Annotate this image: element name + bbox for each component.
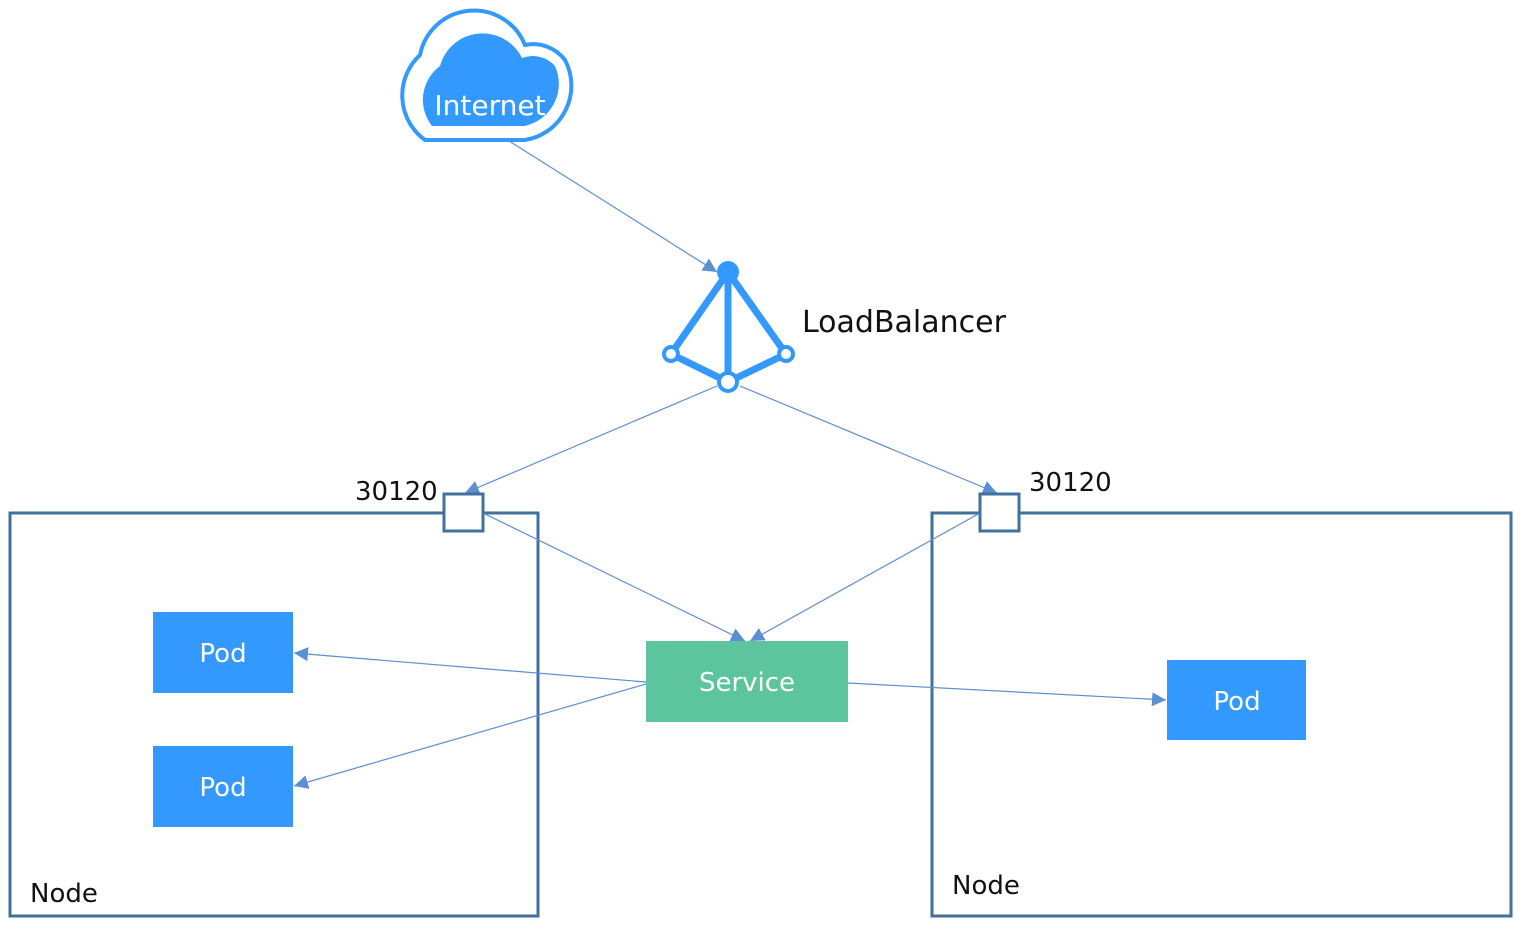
right-pod-label: Pod — [1213, 687, 1260, 717]
arrow-service-to-right-pod — [847, 682, 1167, 707]
arrow-loadbalancer-to-left-port — [464, 385, 718, 494]
arrow-left-port-to-service — [482, 512, 746, 642]
left-pod-2-label: Pod — [199, 773, 246, 803]
arrow-right-port-to-service — [749, 512, 981, 642]
service-box — [646, 641, 848, 722]
right-pod-box — [1167, 660, 1306, 740]
right-node-label: Node — [952, 871, 1020, 901]
left-pod-1-label: Pod — [199, 639, 246, 669]
left-pod-1-box — [153, 612, 293, 693]
load-balancer-icon — [662, 261, 795, 393]
left-pod-2-box — [153, 746, 293, 827]
arrow-internet-to-loadbalancer — [497, 133, 718, 273]
load-balancer-label: LoadBalancer — [802, 305, 1007, 340]
internet-cloud-icon — [400, 8, 574, 142]
cloud-inner-shape — [422, 33, 559, 127]
left-node-label: Node — [30, 879, 98, 909]
right-node-port — [978, 492, 1021, 533]
arrow-loadbalancer-to-right-port — [739, 385, 998, 495]
arrow-service-to-left-pod-2 — [293, 683, 647, 789]
left-port-label: 30120 — [355, 477, 438, 507]
right-port-label: 30120 — [1029, 468, 1112, 498]
internet-label: Internet — [434, 89, 545, 122]
left-node-box — [8, 511, 540, 918]
service-label: Service — [699, 668, 795, 698]
left-node-port — [442, 492, 485, 533]
right-node-box — [930, 511, 1513, 918]
arrow-service-to-left-pod-1 — [293, 647, 647, 683]
